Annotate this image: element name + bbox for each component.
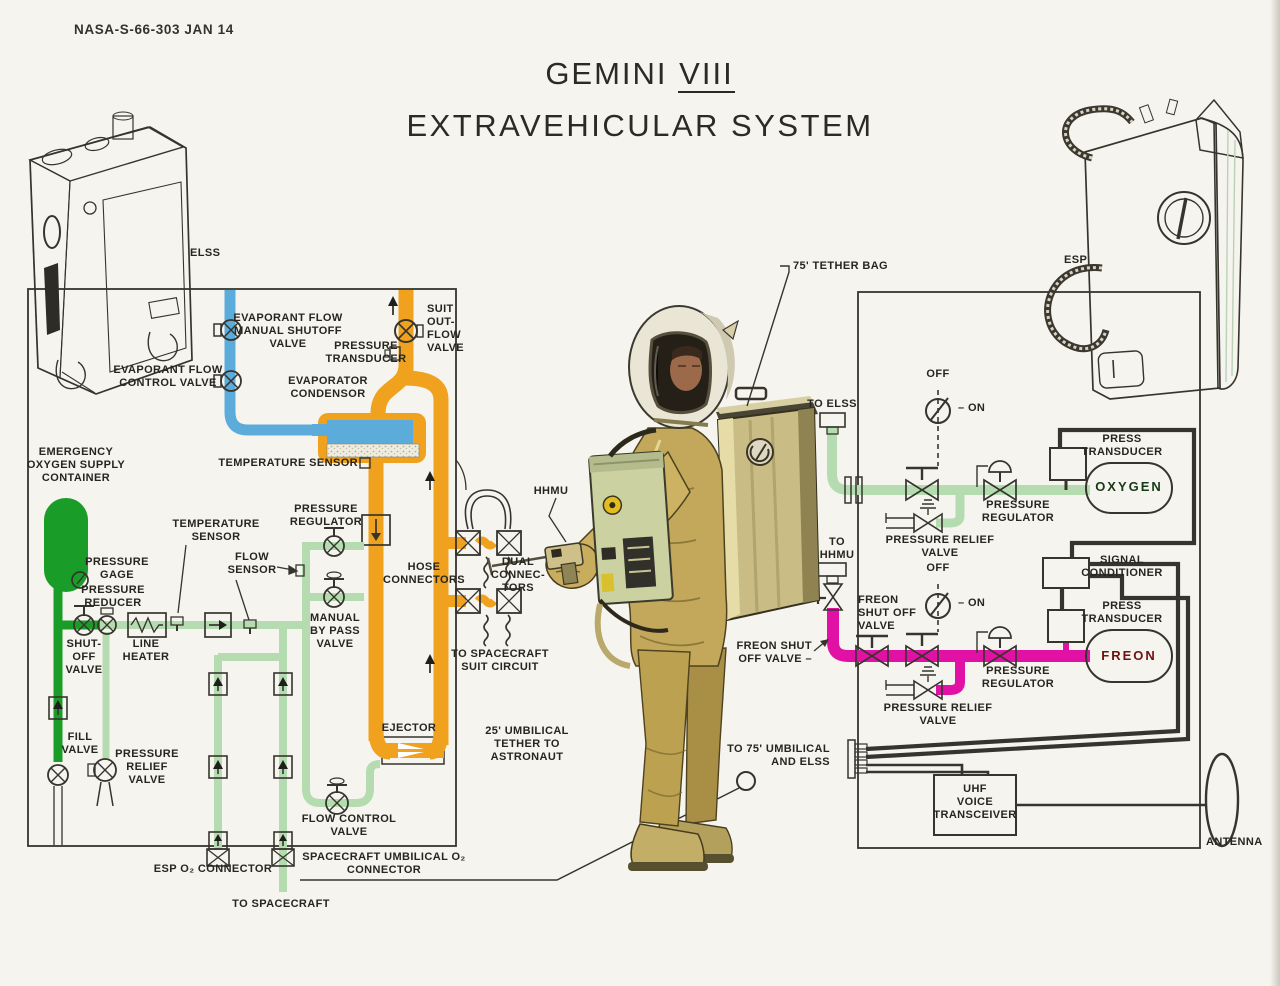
- document-number: NASA-S-66-303 JAN 14: [74, 22, 234, 37]
- page-title: GEMINI VIII: [545, 56, 735, 93]
- suit-gas-loop: [312, 290, 449, 765]
- elss-device: [28, 111, 193, 395]
- emergency-oxygen-system: [44, 498, 104, 845]
- hose-dual-connectors: [441, 489, 522, 647]
- roman-numeral: VIII: [678, 56, 735, 93]
- esp-device: [1044, 98, 1244, 400]
- oxygen-distribution: [73, 527, 381, 892]
- page-subtitle: EXTRAVEHICULAR SYSTEM: [406, 108, 874, 143]
- leader-lines-left: [177, 459, 467, 621]
- esp-panel: [813, 291, 1240, 849]
- evaporant-line: [213, 290, 320, 436]
- astronaut: [486, 265, 821, 871]
